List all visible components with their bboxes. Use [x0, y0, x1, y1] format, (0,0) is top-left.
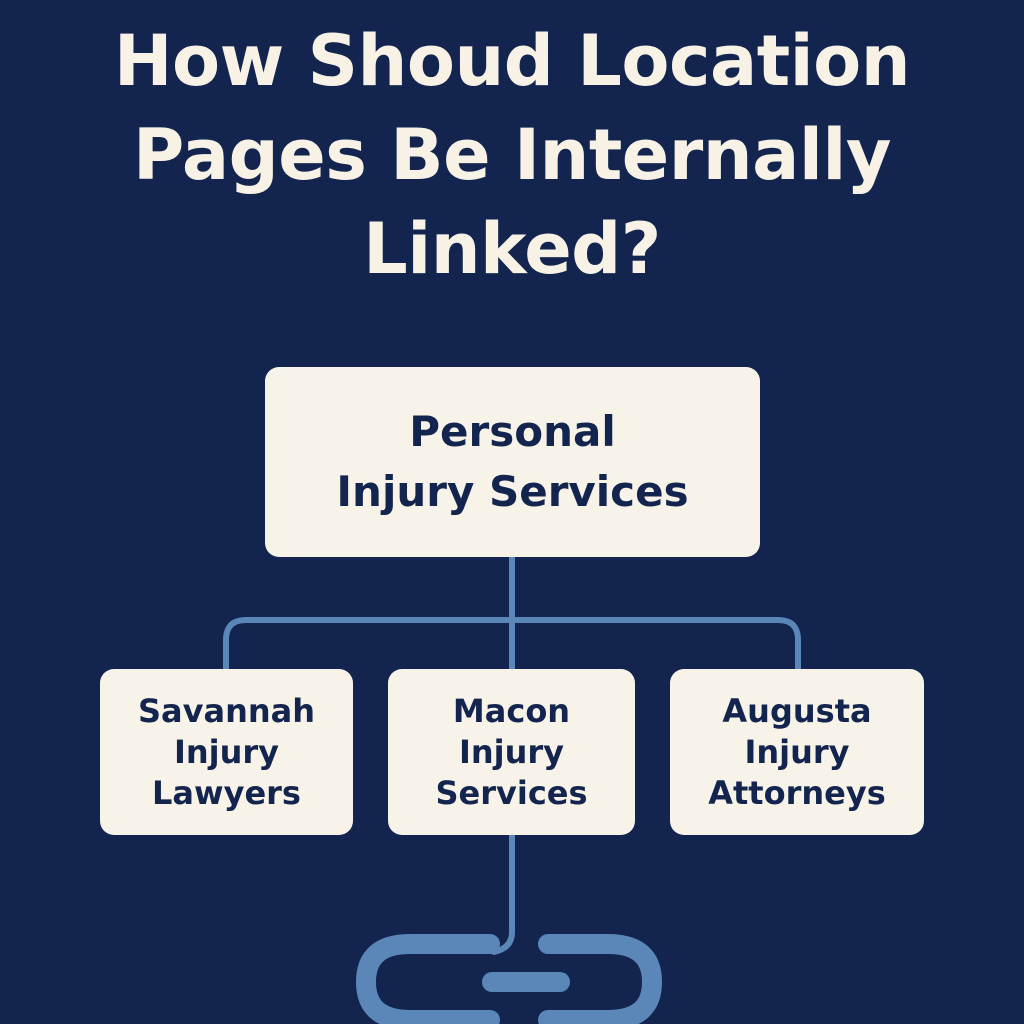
- chain-link-right: [538, 934, 663, 1024]
- link-icon: [355, 934, 663, 1024]
- child-node-line-2: Injury: [744, 732, 850, 771]
- child-node-line-1: Savannah: [137, 691, 316, 730]
- child-node-line-2: Injury: [458, 732, 565, 771]
- branch-line-right: [509, 617, 801, 672]
- root-node-line-2: Injury Services: [336, 467, 689, 516]
- title-line-3: Linked?: [363, 208, 661, 290]
- branch-line-left: [223, 617, 515, 672]
- child-node-augusta: Augusta Injury Attorneys: [670, 669, 924, 835]
- child-node-line-2: Injury: [173, 732, 280, 771]
- child-node-line-1: Augusta: [722, 691, 872, 730]
- title-line-1: How Shoud Location: [113, 20, 911, 102]
- child-node-macon: Macon Injury Services: [388, 669, 635, 835]
- child-node-line-3: Lawyers: [152, 773, 301, 812]
- title-line-2: Pages Be Internally: [132, 114, 892, 196]
- child-node-savannah: Savannah Injury Lawyers: [100, 669, 353, 835]
- chain-link-left: [355, 934, 500, 1024]
- chain-stem-line: [491, 832, 515, 955]
- root-node-line-1: Personal: [409, 407, 616, 456]
- root-node-personal-injury-services: Personal Injury Services: [265, 367, 760, 557]
- child-node-line-3: Attorneys: [708, 773, 886, 812]
- child-node-line-3: Services: [435, 773, 588, 812]
- child-node-line-1: Macon: [452, 691, 571, 730]
- page-title: How Shoud Location Pages Be Internally L…: [0, 14, 1024, 296]
